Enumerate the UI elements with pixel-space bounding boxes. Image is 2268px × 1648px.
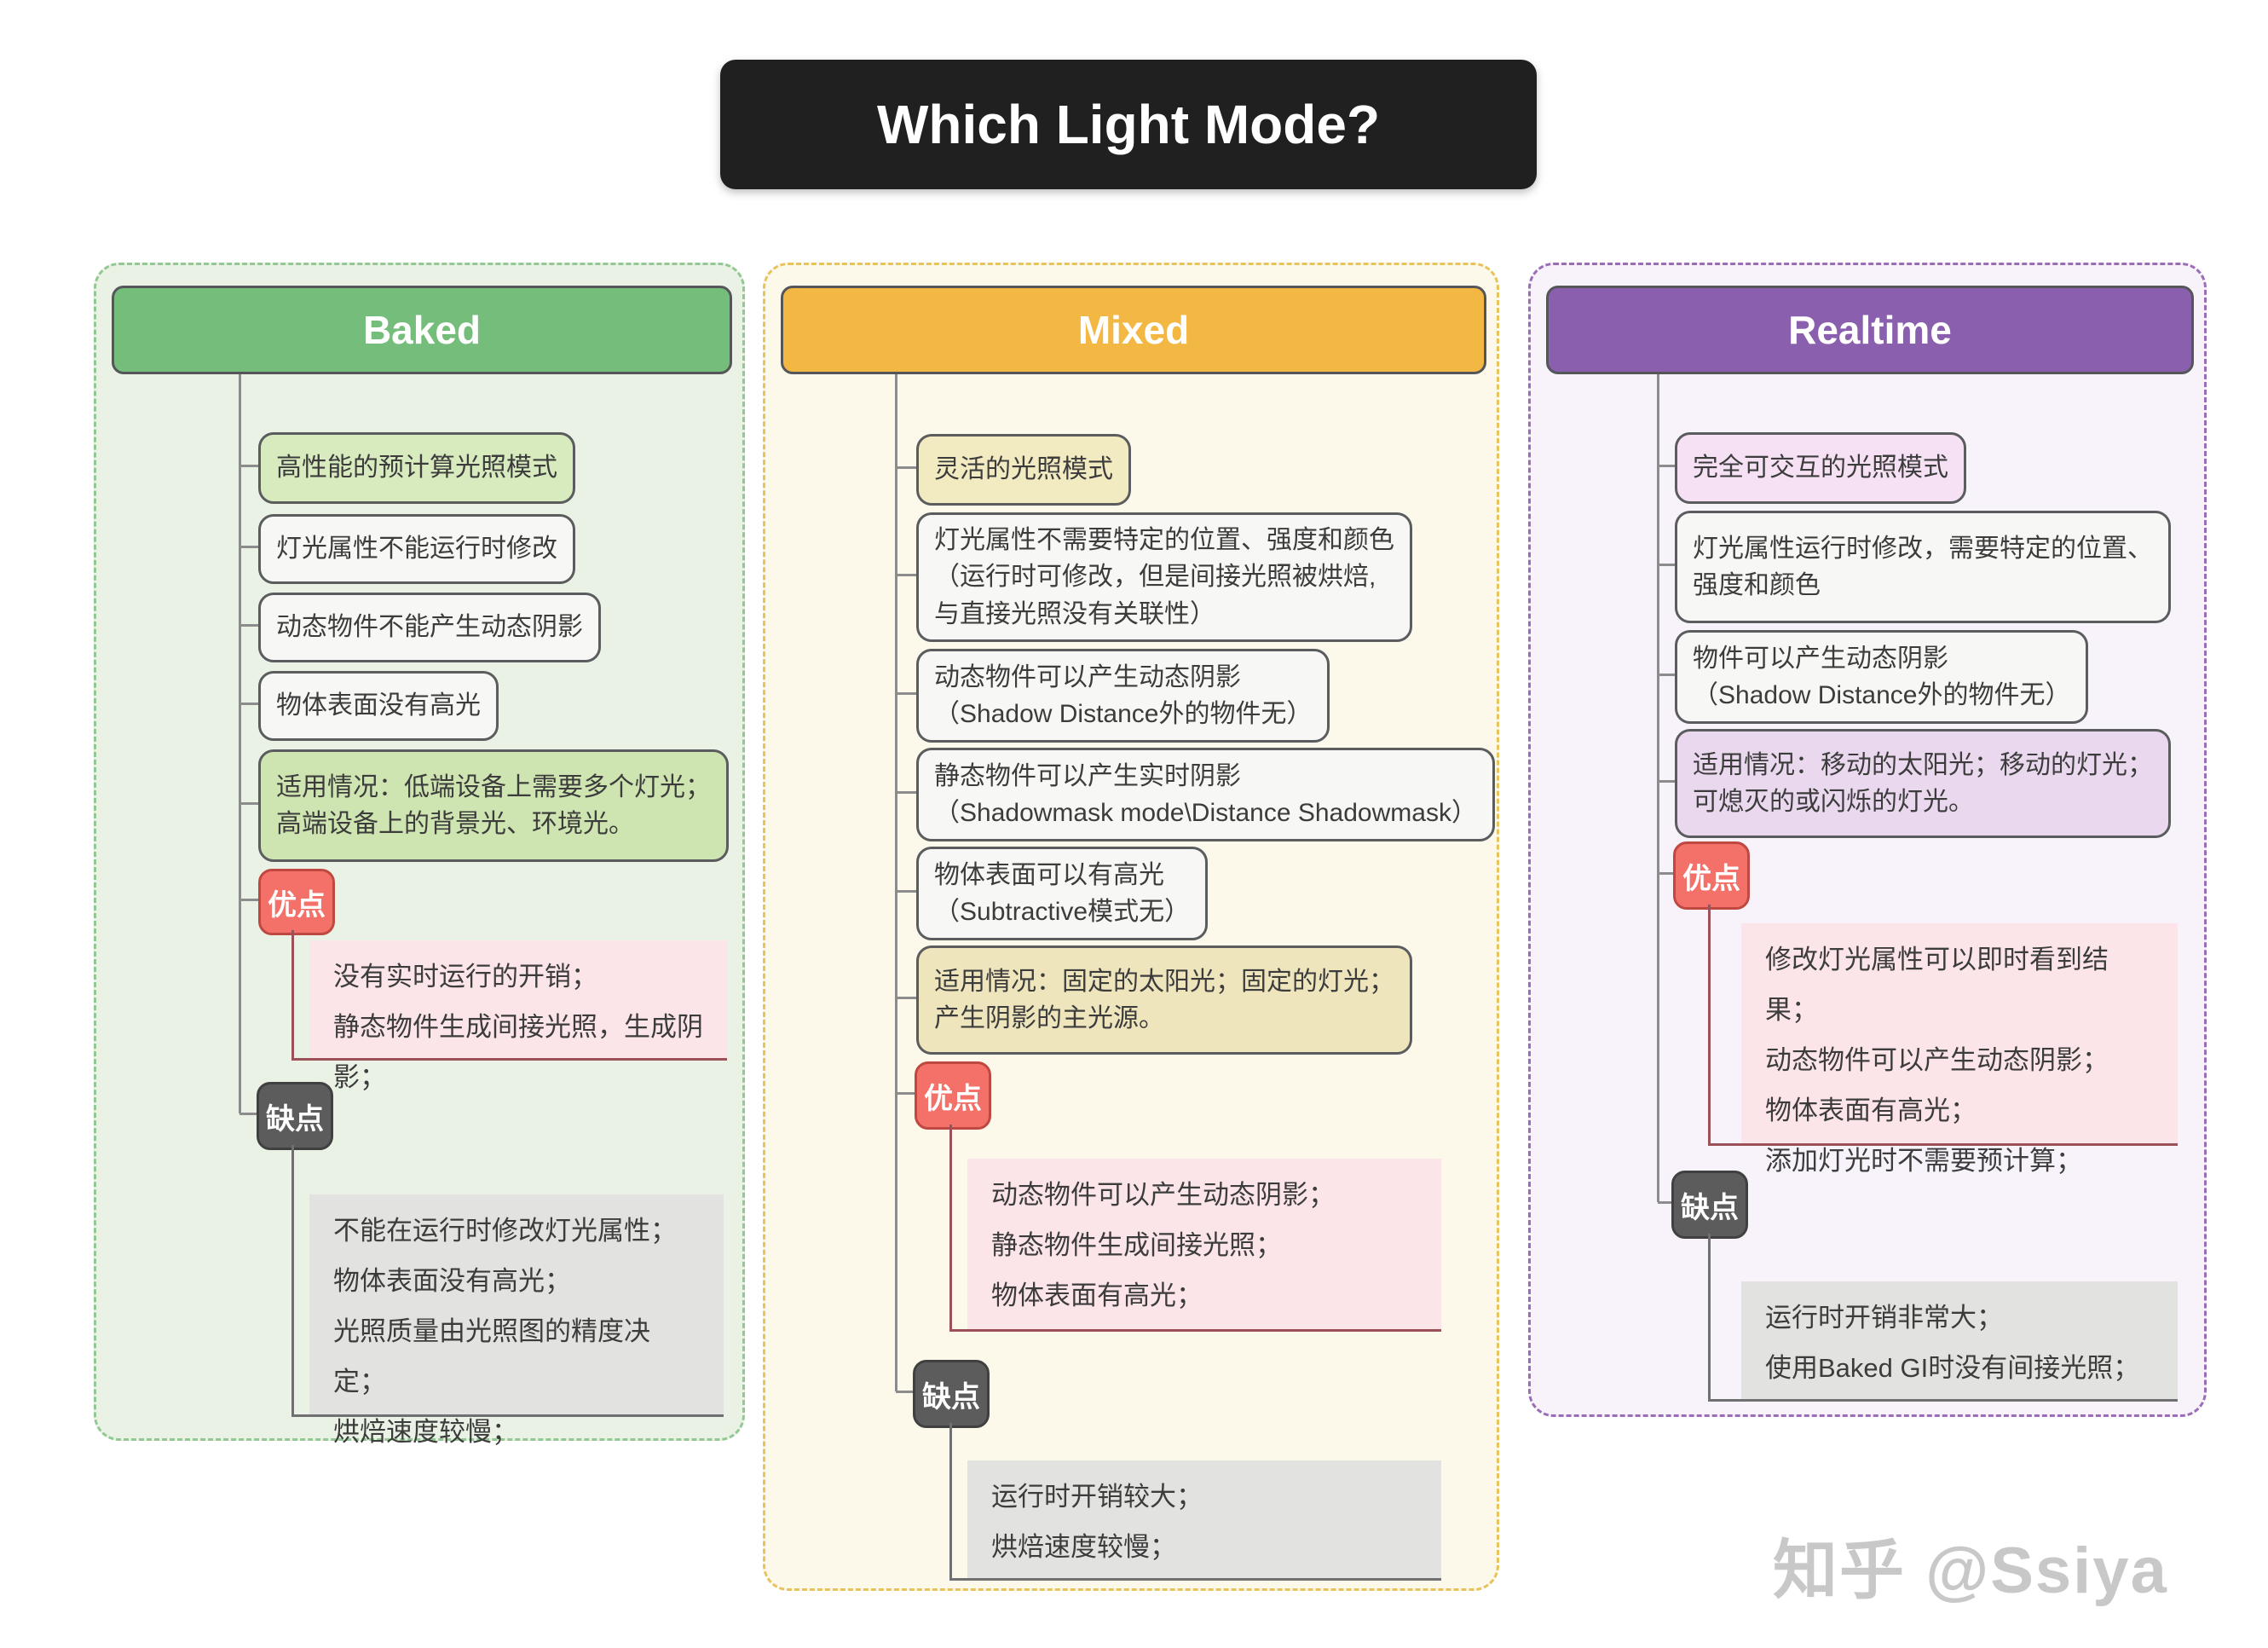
pros-underline-realtime	[1709, 1143, 2178, 1146]
mindmap-node-baked-1: 灯光属性不能运行时修改	[258, 514, 575, 584]
mindmap-node-baked-4: 适用情况：低端设备上需要多个灯光； 高端设备上的背景光、环境光。	[258, 749, 729, 862]
branch-stub	[239, 703, 258, 705]
branch-stub	[1658, 872, 1673, 875]
pros-underline-baked	[292, 1058, 727, 1061]
column-header-mixed: Mixed	[781, 286, 1486, 374]
pros-badge-mixed: 优点	[915, 1061, 991, 1130]
cons-connector-baked	[291, 1145, 294, 1417]
cons-connector-realtime	[1708, 1234, 1711, 1402]
mindmap-node-realtime-0: 完全可交互的光照模式	[1675, 432, 1966, 504]
cons-badge-mixed: 缺点	[913, 1360, 990, 1428]
branch-stub	[896, 890, 916, 893]
cons-badge-realtime: 缺点	[1671, 1171, 1748, 1239]
cons-content-mixed: 运行时开销较大； 烘焙速度较慢；	[967, 1460, 1441, 1578]
pros-content-realtime: 修改灯光属性可以即时看到结果； 动态物件可以产生动态阴影； 物体表面有高光； 添…	[1741, 923, 2178, 1176]
cons-underline-realtime	[1709, 1399, 2178, 1402]
mindmap-node-mixed-1: 灯光属性不需要特定的位置、强度和颜色 （运行时可修改，但是间接光照被烘焙, 与直…	[916, 512, 1412, 642]
mindmap-node-realtime-2: 物件可以产生动态阴影 （Shadow Distance外的物件无）	[1675, 630, 2089, 724]
pros-underline-mixed	[950, 1329, 1441, 1332]
pros-badge-realtime: 优点	[1673, 841, 1750, 910]
column-header-baked: Baked	[112, 286, 732, 374]
mindmap-node-mixed-3: 静态物件可以产生实时阴影 （Shadowmask mode\Distance S…	[916, 748, 1495, 841]
branch-stub	[239, 624, 258, 627]
branch-stub	[1658, 564, 1675, 566]
branch-stub	[1658, 674, 1675, 676]
group-mixed: Mixed 灵活的光照模式灯光属性不需要特定的位置、强度和颜色 （运行时可修改，但…	[763, 263, 1499, 1591]
branch-trunk-realtime	[1657, 369, 1659, 1202]
group-baked: Baked 高性能的预计算光照模式灯光属性不能运行时修改动态物件不能产生动态阴影物…	[94, 263, 745, 1447]
pros-badge-baked: 优点	[258, 869, 335, 935]
branch-stub	[896, 997, 916, 999]
mindmap-node-realtime-1: 灯光属性运行时修改，需要特定的位置、 强度和颜色	[1675, 511, 2171, 623]
branch-stub	[1658, 780, 1675, 783]
watermark: 知乎 @Ssiya	[1773, 1535, 2168, 1607]
branch-stub	[896, 791, 916, 794]
cons-underline-mixed	[950, 1578, 1441, 1581]
branch-stub	[239, 802, 258, 805]
branch-stub	[896, 692, 916, 695]
branch-stub	[1658, 1201, 1671, 1204]
branch-stub	[896, 1092, 915, 1095]
pros-content-mixed: 动态物件可以产生动态阴影； 静态物件生成间接光照； 物体表面有高光；	[967, 1159, 1441, 1329]
cons-badge-baked: 缺点	[257, 1082, 333, 1150]
branch-stub	[896, 574, 916, 576]
mindmap-node-mixed-5: 适用情况：固定的太阳光；固定的灯光； 产生阴影的主光源。	[916, 945, 1412, 1055]
mindmap-node-baked-3: 物体表面没有高光	[258, 671, 499, 741]
mindmap-node-baked-2: 动态物件不能产生动态阴影	[258, 593, 601, 662]
mindmap-node-mixed-0: 灵活的光照模式	[916, 434, 1131, 506]
mindmap-node-mixed-4: 物体表面可以有高光 （Subtractive模式无）	[916, 847, 1209, 940]
branch-trunk-mixed	[895, 369, 897, 1391]
pros-connector-baked	[291, 930, 294, 1061]
branch-stub	[1658, 465, 1675, 467]
cons-content-baked: 不能在运行时修改灯光属性； 物体表面没有高光； 光照质量由光照图的精度决定； 烘…	[309, 1194, 724, 1447]
branch-stub	[239, 465, 258, 467]
mindmap-node-mixed-2: 动态物件可以产生动态阴影 （Shadow Distance外的物件无）	[916, 649, 1330, 743]
branch-stub	[239, 1113, 257, 1115]
group-realtime: Realtime 完全可交互的光照模式灯光属性运行时修改，需要特定的位置、 强度和…	[1528, 263, 2207, 1417]
branch-stub	[896, 1391, 913, 1393]
branch-trunk-baked	[239, 369, 241, 1113]
branch-stub	[239, 546, 258, 548]
pros-connector-realtime	[1708, 905, 1711, 1146]
pros-connector-mixed	[949, 1125, 952, 1332]
branch-stub	[239, 899, 258, 901]
cons-content-realtime: 运行时开销非常大； 使用Baked GI时没有间接光照；	[1741, 1281, 2178, 1399]
pros-content-baked: 没有实时运行的开销； 静态物件生成间接光照，生成阴影；	[309, 940, 727, 1092]
branch-stub	[896, 466, 916, 469]
cons-connector-mixed	[949, 1423, 952, 1581]
mindmap-node-realtime-3: 适用情况：移动的太阳光；移动的灯光； 可熄灭的或闪烁的灯光。	[1675, 729, 2171, 838]
page-title: Which Light Mode?	[720, 60, 1537, 189]
column-header-realtime: Realtime	[1546, 286, 2194, 374]
mindmap-node-baked-0: 高性能的预计算光照模式	[258, 432, 575, 504]
cons-underline-baked	[292, 1414, 724, 1417]
